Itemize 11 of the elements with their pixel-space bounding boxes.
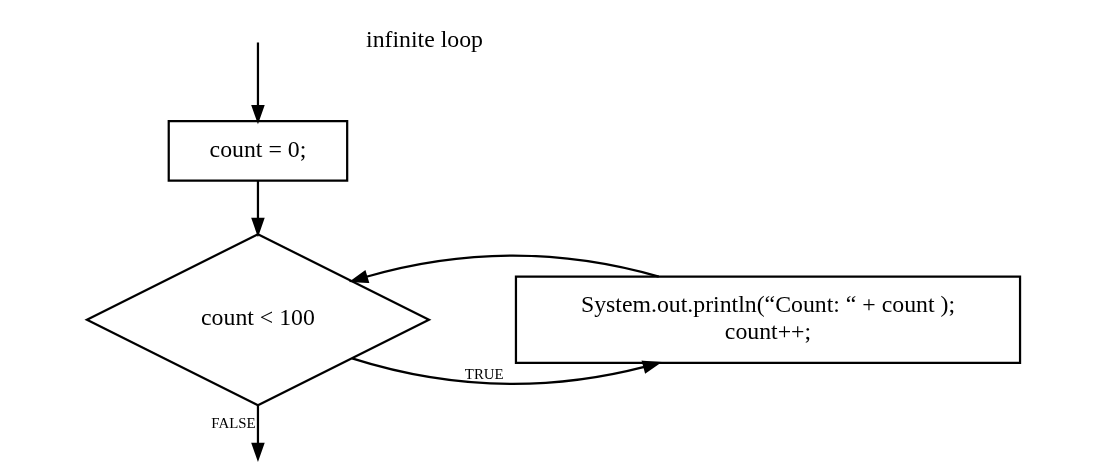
arrow bbox=[251, 180, 265, 238]
arrow bbox=[251, 405, 265, 463]
arrow bbox=[351, 357, 662, 385]
edge-label: FALSE bbox=[211, 414, 256, 431]
edge-label: TRUE bbox=[464, 366, 504, 383]
node-box: System.out.println(“Count: “ + count ); count++; bbox=[514, 275, 1022, 364]
arrow bbox=[348, 254, 660, 283]
arrow bbox=[251, 42, 265, 125]
node-diamond: count < 100 bbox=[84, 233, 432, 407]
node-box: count = 0; bbox=[167, 120, 349, 182]
label: infinite loop bbox=[366, 25, 483, 52]
